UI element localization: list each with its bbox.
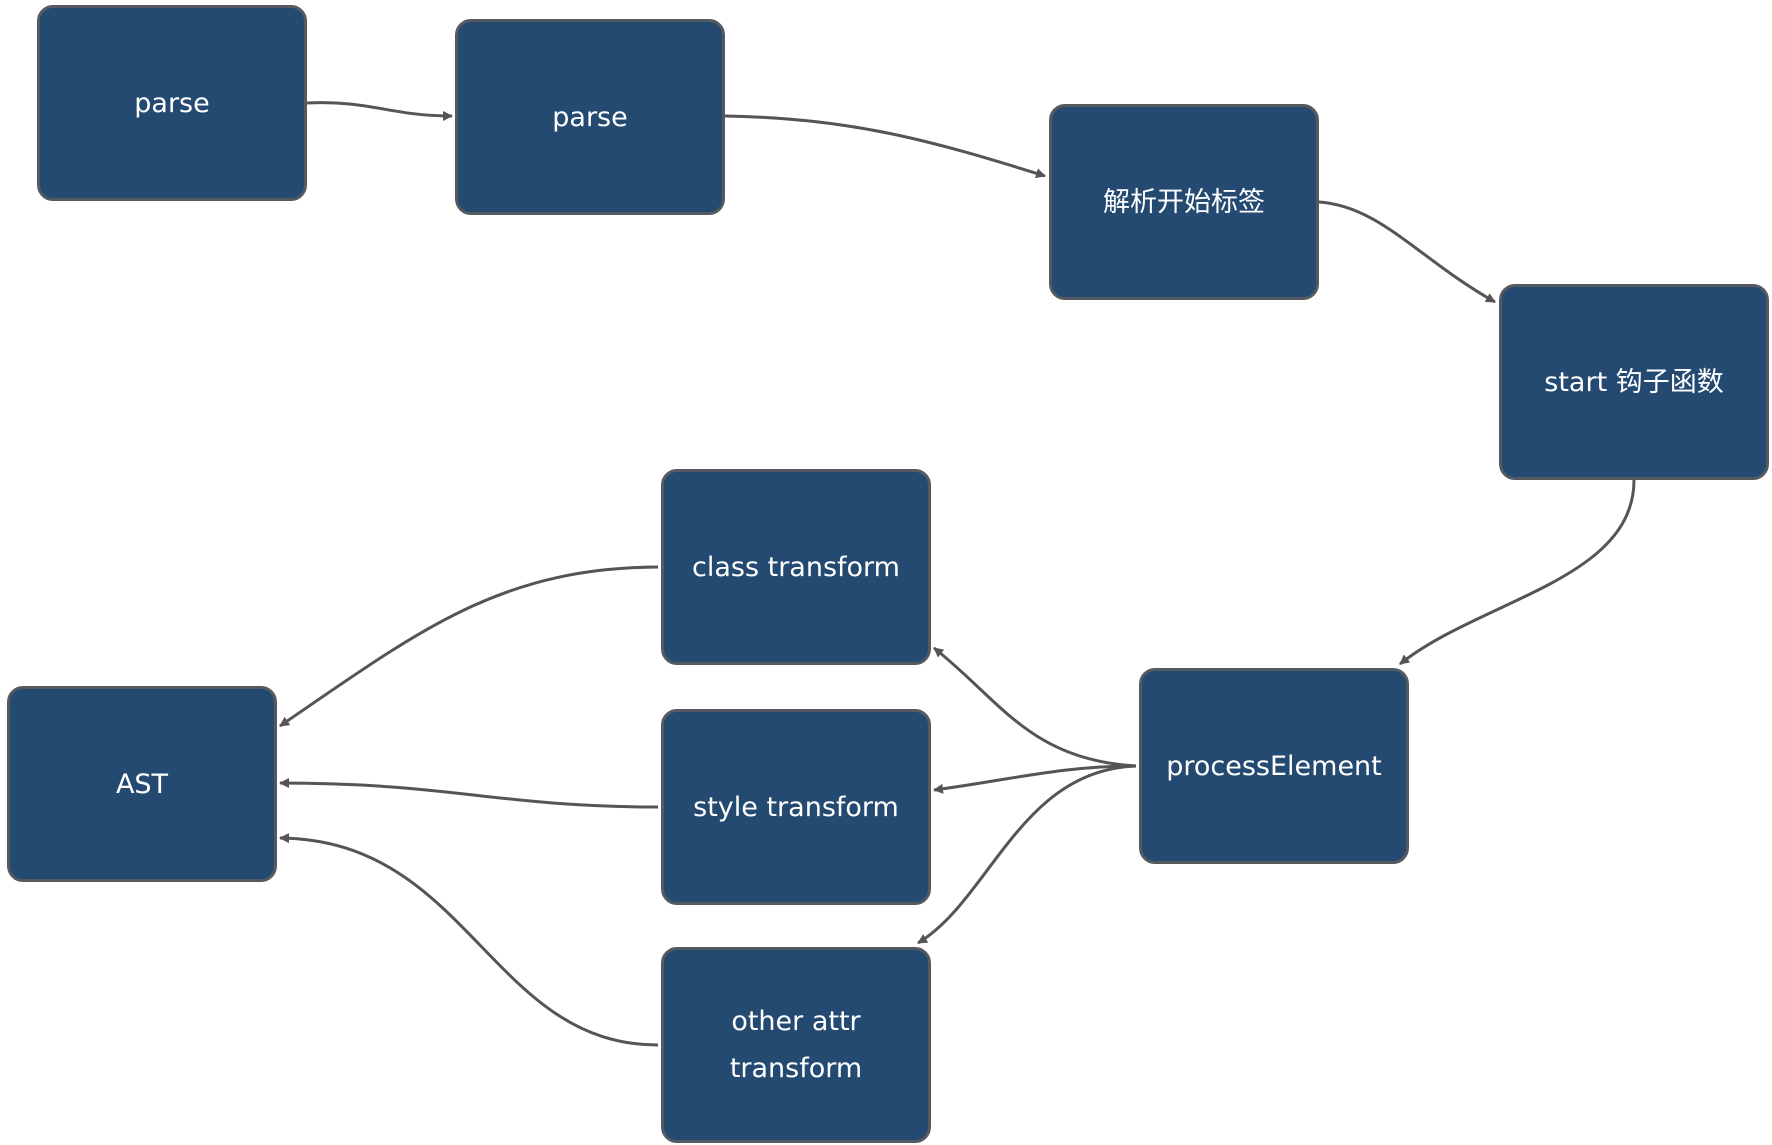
node-label: other attr transform [729,1006,863,1084]
node-other-attr-transform: other attr transform [661,947,931,1143]
node-style-transform: style transform [661,709,931,905]
edge-process-element-to-class-transform [933,646,1137,768]
node-parse: parse [37,5,307,201]
node-label: processElement [1166,750,1382,782]
node-label: start 钩子函数 [1544,366,1724,398]
node-label: 解析开始标签 [1103,186,1265,218]
node-label: style transform [693,791,899,823]
edge-process-element-to-style-transform [933,764,1137,794]
edge-class-transform-to-ast [279,565,659,728]
node-label: AST [115,768,169,800]
edge-parse-2-to-parse-start-tag [724,114,1046,179]
edge-process-element-to-other-attr-transform [917,764,1137,945]
edge-parse-1-to-parse-2 [306,101,453,121]
node-label: class transform [692,551,900,583]
node-process-element: processElement [1139,668,1409,864]
node-label: parse [134,87,210,119]
node-start-hook: start 钩子函数 [1499,284,1769,480]
edge-start-hook-to-process-element [1399,479,1636,666]
edge-parse-start-tag-to-start-hook [1318,200,1496,304]
node-parse-start-tag: 解析开始标签 [1049,104,1319,300]
node-ast: AST [7,686,277,882]
node-parse-2: parse [455,19,725,215]
node-label: parse [552,101,628,133]
edge-other-attr-transform-to-ast [279,833,659,1047]
node-class-transform: class transform [661,469,931,665]
edge-style-transform-to-ast [279,778,659,809]
